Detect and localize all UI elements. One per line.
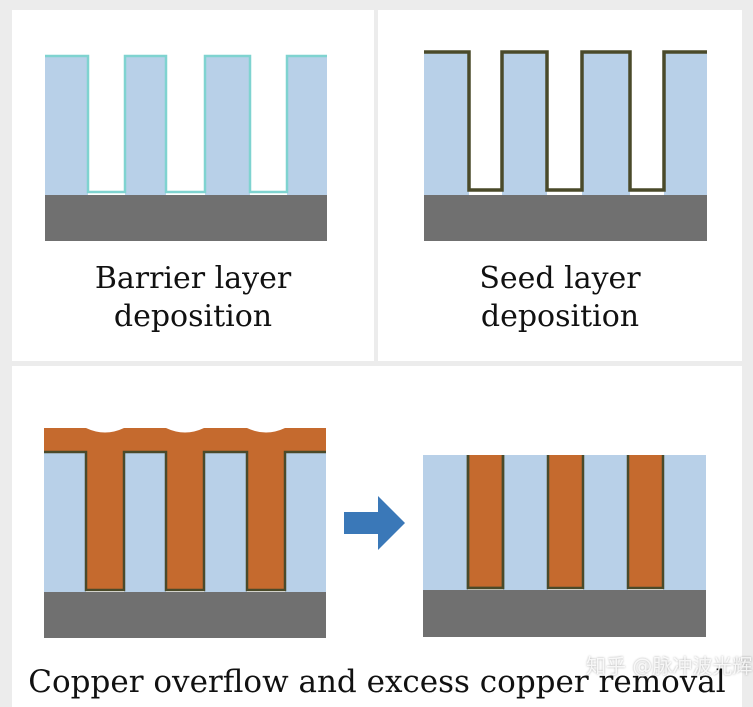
seed-caption-line2: deposition xyxy=(480,299,640,334)
barrier-caption-line2: deposition xyxy=(113,299,273,334)
overflow-pillar xyxy=(204,452,247,592)
barrier-pillar xyxy=(45,56,88,195)
removal-pillar xyxy=(503,455,548,590)
process-arrow-icon xyxy=(344,496,405,550)
barrier-pillar xyxy=(287,56,327,195)
barrier-pillar xyxy=(205,56,250,195)
seed-caption: Seed layer deposition xyxy=(378,260,742,336)
barrier-liner xyxy=(45,54,327,194)
copper-caption: Copper overflow and excess copper remova… xyxy=(28,664,726,700)
seed-pillar xyxy=(502,52,547,195)
seed-pillar xyxy=(664,52,707,195)
barrier-caption: Barrier layer deposition xyxy=(12,260,374,336)
removal-pillar xyxy=(583,455,628,590)
overflow-pillar xyxy=(124,452,166,592)
overflow-substrate xyxy=(44,592,326,638)
overflow-pillar xyxy=(44,452,86,592)
seed-pillar xyxy=(424,52,469,195)
overflow-liner xyxy=(44,450,326,592)
seed-structure xyxy=(424,50,707,241)
removal-copper-line xyxy=(628,455,663,587)
barrier-substrate xyxy=(45,195,327,241)
overflow-structure xyxy=(44,428,326,638)
overflow-copper-fill xyxy=(86,448,124,589)
overflow-copper-top xyxy=(44,428,326,452)
barrier-pillar xyxy=(125,56,166,195)
removal-copper-line xyxy=(548,455,583,587)
seed-liner xyxy=(424,50,707,192)
seed-caption-line1: Seed layer xyxy=(479,261,641,296)
removal-substrate xyxy=(423,590,706,637)
overflow-copper-fill xyxy=(166,448,204,589)
removal-pillar xyxy=(423,455,468,590)
barrier-caption-line1: Barrier layer xyxy=(94,261,292,296)
removal-copper-line xyxy=(468,455,503,587)
barrier-structure xyxy=(45,54,327,241)
removal-pillar xyxy=(663,455,706,590)
overflow-copper-fill xyxy=(247,448,285,589)
watermark: 知乎 @脉冲波光辉 xyxy=(586,654,753,678)
seed-substrate xyxy=(424,195,707,241)
removal-structure xyxy=(423,455,706,637)
seed-pillar xyxy=(582,52,630,195)
overflow-pillar xyxy=(285,452,326,592)
removal-liner-outline xyxy=(466,455,665,590)
